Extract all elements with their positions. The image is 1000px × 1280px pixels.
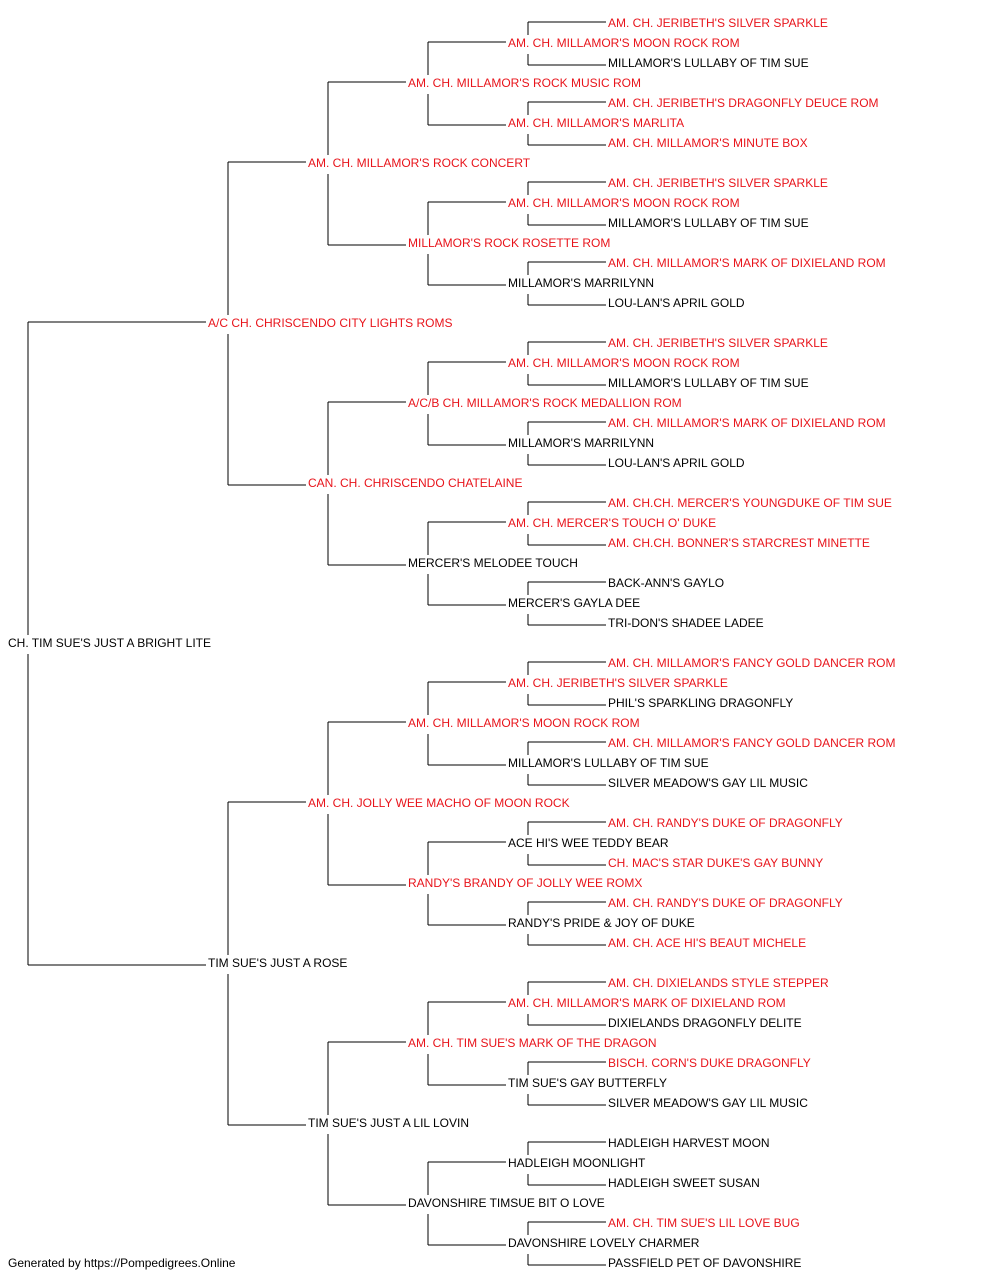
ancestor-name-gen5: AM. CH. MILLAMOR'S MARK OF DIXIELAND ROM: [608, 256, 886, 270]
ancestor-name-gen2: AM. CH. MILLAMOR'S ROCK CONCERT: [308, 156, 531, 170]
ancestor-name-gen4: AM. CH. MILLAMOR'S MOON ROCK ROM: [508, 356, 740, 370]
ancestor-name-gen2: TIM SUE'S JUST A LIL LOVIN: [308, 1116, 469, 1130]
ancestor-name-gen5: AM. CH.CH. BONNER'S STARCREST MINETTE: [608, 536, 870, 550]
ancestor-name-gen3: DAVONSHIRE TIMSUE BIT O LOVE: [408, 1196, 605, 1210]
ancestor-name-gen3: A/C/B CH. MILLAMOR'S ROCK MEDALLION ROM: [408, 396, 682, 410]
ancestor-name-gen5: AM. CH. JERIBETH'S SILVER SPARKLE: [608, 176, 828, 190]
ancestor-name-gen5: PHIL'S SPARKLING DRAGONFLY: [608, 696, 793, 710]
ancestor-name-gen5: HADLEIGH HARVEST MOON: [608, 1136, 770, 1150]
ancestor-name-gen5: AM. CH. ACE HI'S BEAUT MICHELE: [608, 936, 806, 950]
ancestor-name-gen2: AM. CH. JOLLY WEE MACHO OF MOON ROCK: [308, 796, 570, 810]
ancestor-name-gen4: AM. CH. MILLAMOR'S MARLITA: [508, 116, 684, 130]
ancestor-name-gen5: AM. CH. MILLAMOR'S FANCY GOLD DANCER ROM: [608, 736, 895, 750]
ancestor-name-gen5: AM. CH. MILLAMOR'S MARK OF DIXIELAND ROM: [608, 416, 886, 430]
ancestor-name-gen3: AM. CH. MILLAMOR'S MOON ROCK ROM: [408, 716, 640, 730]
ancestor-name-gen4: RANDY'S PRIDE & JOY OF DUKE: [508, 916, 695, 930]
ancestor-name-gen5: PASSFIELD PET OF DAVONSHIRE: [608, 1256, 801, 1270]
ancestor-name-gen4: AM. CH. MILLAMOR'S MOON ROCK ROM: [508, 36, 740, 50]
ancestor-name-gen4: DAVONSHIRE LOVELY CHARMER: [508, 1236, 700, 1250]
ancestor-name-gen4: MILLAMOR'S MARRILYNN: [508, 276, 654, 290]
ancestor-name-gen5: HADLEIGH SWEET SUSAN: [608, 1176, 760, 1190]
ancestor-name-gen3: RANDY'S BRANDY OF JOLLY WEE ROMX: [408, 876, 642, 890]
ancestor-name-gen2: CAN. CH. CHRISCENDO CHATELAINE: [308, 476, 522, 490]
ancestor-name-gen5: AM. CH. MILLAMOR'S MINUTE BOX: [608, 136, 808, 150]
ancestor-name-gen1: TIM SUE'S JUST A ROSE: [208, 956, 347, 970]
ancestor-name-gen4: MILLAMOR'S MARRILYNN: [508, 436, 654, 450]
ancestor-name-gen4: AM. CH. MERCER'S TOUCH O' DUKE: [508, 516, 716, 530]
ancestor-name-gen3: MERCER'S MELODEE TOUCH: [408, 556, 578, 570]
ancestor-name-gen5: AM. CH. JERIBETH'S SILVER SPARKLE: [608, 336, 828, 350]
ancestor-name-gen4: MILLAMOR'S LULLABY OF TIM SUE: [508, 756, 709, 770]
ancestor-name-gen4: HADLEIGH MOONLIGHT: [508, 1156, 646, 1170]
ancestor-name-gen5: TRI-DON'S SHADEE LADEE: [608, 616, 764, 630]
ancestor-name-gen5: BISCH. CORN'S DUKE DRAGONFLY: [608, 1056, 811, 1070]
ancestor-name-gen5: AM. CH. JERIBETH'S SILVER SPARKLE: [608, 16, 828, 30]
ancestor-name-gen4: MERCER'S GAYLA DEE: [508, 596, 640, 610]
ancestor-name-gen4: TIM SUE'S GAY BUTTERFLY: [508, 1076, 667, 1090]
ancestor-name-gen5: AM. CH.CH. MERCER'S YOUNGDUKE OF TIM SUE: [608, 496, 892, 510]
ancestor-name-gen5: AM. CH. MILLAMOR'S FANCY GOLD DANCER ROM: [608, 656, 895, 670]
ancestor-name-gen5: SILVER MEADOW'S GAY LIL MUSIC: [608, 1096, 808, 1110]
ancestor-name-gen5: AM. CH. JERIBETH'S DRAGONFLY DEUCE ROM: [608, 96, 879, 110]
ancestor-name-gen3: MILLAMOR'S ROCK ROSETTE ROM: [408, 236, 610, 250]
ancestor-name-gen5: DIXIELANDS DRAGONFLY DELITE: [608, 1016, 802, 1030]
ancestor-name-gen5: BACK-ANN'S GAYLO: [608, 576, 724, 590]
ancestor-name-gen5: AM. CH. DIXIELANDS STYLE STEPPER: [608, 976, 829, 990]
ancestor-name-gen4: AM. CH. MILLAMOR'S MOON ROCK ROM: [508, 196, 740, 210]
ancestor-name-gen4: AM. CH. JERIBETH'S SILVER SPARKLE: [508, 676, 728, 690]
ancestor-name-gen5: AM. CH. RANDY'S DUKE OF DRAGONFLY: [608, 816, 843, 830]
ancestor-name-gen5: LOU-LAN'S APRIL GOLD: [608, 456, 745, 470]
ancestor-name-gen5: CH. MAC'S STAR DUKE'S GAY BUNNY: [608, 856, 823, 870]
ancestor-name-gen3: AM. CH. MILLAMOR'S ROCK MUSIC ROM: [408, 76, 641, 90]
ancestor-name-gen1: A/C CH. CHRISCENDO CITY LIGHTS ROMS: [208, 316, 452, 330]
ancestor-name-gen5: AM. CH. TIM SUE'S LIL LOVE BUG: [608, 1216, 800, 1230]
ancestor-name-gen5: SILVER MEADOW'S GAY LIL MUSIC: [608, 776, 808, 790]
generated-by-footer: Generated by https://Pompedigrees.Online: [8, 1256, 236, 1270]
ancestor-name-gen3: AM. CH. TIM SUE'S MARK OF THE DRAGON: [408, 1036, 657, 1050]
ancestor-name-gen4: ACE HI'S WEE TEDDY BEAR: [508, 836, 669, 850]
ancestor-name-gen5: MILLAMOR'S LULLABY OF TIM SUE: [608, 376, 809, 390]
subject-dog-name: CH. TIM SUE'S JUST A BRIGHT LITE: [8, 636, 211, 650]
ancestor-name-gen4: AM. CH. MILLAMOR'S MARK OF DIXIELAND ROM: [508, 996, 786, 1010]
ancestor-name-gen5: MILLAMOR'S LULLABY OF TIM SUE: [608, 56, 809, 70]
ancestor-name-gen5: LOU-LAN'S APRIL GOLD: [608, 296, 745, 310]
ancestor-name-gen5: AM. CH. RANDY'S DUKE OF DRAGONFLY: [608, 896, 843, 910]
ancestor-name-gen5: MILLAMOR'S LULLABY OF TIM SUE: [608, 216, 809, 230]
